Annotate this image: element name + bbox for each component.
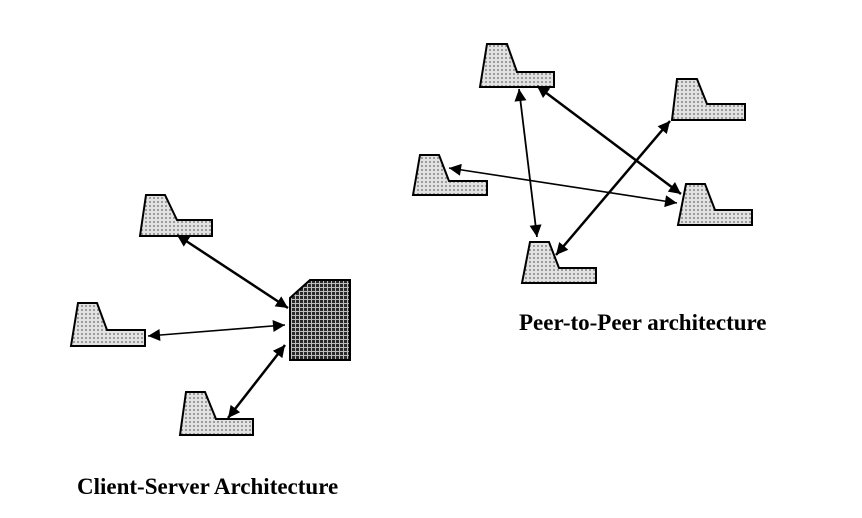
peer-1-workstation-icon bbox=[478, 43, 555, 88]
client-3-workstation-icon bbox=[178, 391, 254, 436]
edge-client-1-server bbox=[176, 233, 289, 310]
client-server-diagram: Client-Server Architecture bbox=[69, 194, 351, 499]
peer-to-peer-title: Peer-to-Peer architecture bbox=[519, 310, 767, 335]
peer-to-peer-diagram: Peer-to-Peer architecture bbox=[411, 43, 767, 335]
edge-client-2-server bbox=[147, 319, 286, 342]
edge-peer-1-peer-5 bbox=[514, 88, 542, 238]
edge-peer-1-peer-4 bbox=[536, 85, 682, 195]
peer-2-workstation-icon bbox=[670, 78, 746, 121]
client-server-title: Client-Server Architecture bbox=[77, 474, 338, 499]
peer-3-workstation-icon bbox=[411, 154, 488, 196]
peer-5-workstation-icon bbox=[520, 241, 597, 284]
edge-peer-3-peer-4 bbox=[448, 163, 678, 208]
peer-4-workstation-icon bbox=[676, 183, 753, 226]
edge-client-3-server bbox=[227, 344, 286, 419]
edge-peer-2-peer-5 bbox=[555, 120, 671, 256]
server-icon bbox=[289, 279, 351, 361]
client-1-workstation-icon bbox=[138, 194, 213, 237]
client-2-workstation-icon bbox=[69, 302, 146, 347]
